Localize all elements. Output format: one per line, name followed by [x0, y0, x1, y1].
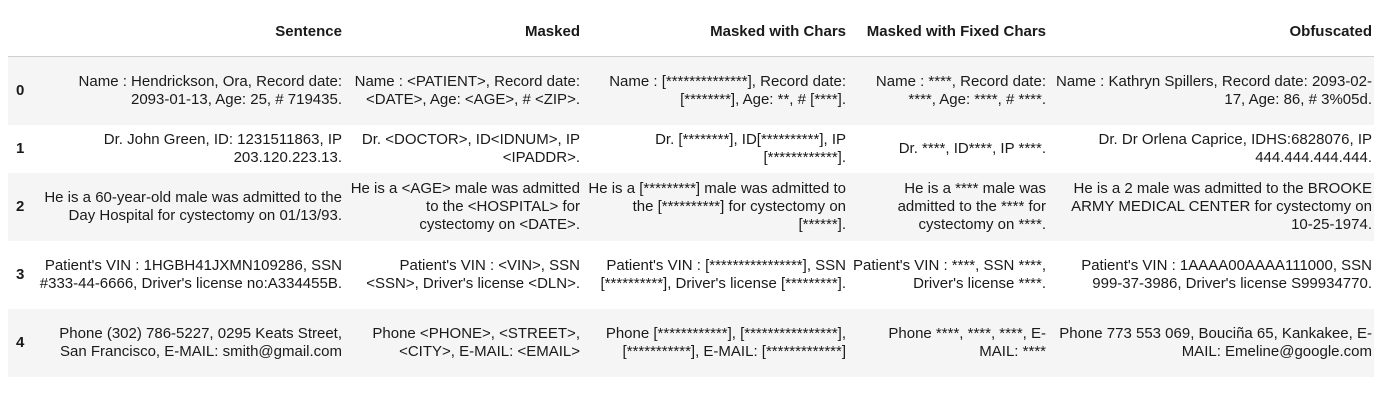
masked-cell: He is a <AGE> male was admitted to the <… — [350, 179, 580, 233]
masked-chars-cell: Name : [**************], Record date: [*… — [609, 72, 846, 108]
sentence-cell: Patient's VIN : 1HGBH41JXMN109286, SSN #… — [39, 256, 342, 292]
masked-chars-cell: He is a [*********] male was admitted to… — [588, 179, 846, 233]
sentence-cell: Dr. John Green, ID: 1231511863, IP 203.1… — [103, 130, 342, 166]
row-index: 3 — [16, 265, 25, 283]
masked-fixed-cell: Patient's VIN : ****, SSN ****, Driver's… — [853, 256, 1046, 292]
header-row: Sentence Masked Masked with Chars Masked… — [8, 8, 1374, 57]
row-index: 1 — [16, 139, 25, 157]
masked-cell: Patient's VIN : <VIN>, SSN <SSN>, Driver… — [366, 256, 580, 292]
masked-chars-cell: Patient's VIN : [****************], SSN … — [600, 256, 846, 292]
index-header — [8, 8, 34, 57]
sentence-cell: He is a 60-year-old male was admitted to… — [44, 188, 342, 224]
obfuscated-cell: Phone 773 553 069, Bouciña 65, Kankakee,… — [1059, 324, 1372, 360]
masked-fixed-cell: Dr. ****, ID****, IP ****. — [898, 139, 1046, 157]
column-header-masked-with-fixed-chars: Masked with Fixed Chars — [848, 8, 1048, 57]
sentence-cell: Name : Hendrickson, Ora, Record date: 20… — [78, 72, 342, 108]
dataframe-table: Sentence Masked Masked with Chars Masked… — [8, 8, 1374, 377]
masked-cell: Phone <PHONE>, <STREET>, <CITY>, E-MAIL:… — [372, 324, 580, 360]
masked-chars-cell: Dr. [********], ID[**********], IP [****… — [655, 130, 846, 166]
masked-cell: Dr. <DOCTOR>, ID<IDNUM>, IP <IPADDR>. — [361, 130, 580, 166]
masked-chars-cell: Phone [************], [****************]… — [605, 324, 846, 360]
obfuscated-cell: Name : Kathryn Spillers, Record date: 20… — [1056, 72, 1372, 108]
obfuscated-cell: Patient's VIN : 1AAAA00AAAA111000, SSN 9… — [1081, 256, 1372, 292]
table-row: 3 Patient's VIN : 1HGBH41JXMN109286, SSN… — [8, 240, 1374, 309]
masked-fixed-cell: Name : ****, Record date: ****, Age: ***… — [875, 72, 1046, 108]
obfuscated-cell: Dr. Dr Orlena Caprice, IDHS:6828076, IP … — [1098, 130, 1372, 166]
row-index: 4 — [16, 333, 25, 351]
column-header-masked-with-chars: Masked with Chars — [582, 8, 848, 57]
table-row: 2 He is a 60-year-old male was admitted … — [8, 172, 1374, 241]
obfuscated-cell: He is a 2 male was admitted to the BROOK… — [1071, 179, 1372, 233]
column-header-sentence: Sentence — [34, 8, 344, 57]
dataframe-output: Sentence Masked Masked with Chars Masked… — [8, 8, 1374, 377]
column-header-obfuscated: Obfuscated — [1048, 8, 1374, 57]
table-row: 0 Name : Hendrickson, Ora, Record date: … — [8, 56, 1374, 125]
column-header-masked: Masked — [344, 8, 582, 57]
masked-fixed-cell: He is a **** male was admitted to the **… — [897, 179, 1046, 233]
table-row: 1 Dr. John Green, ID: 1231511863, IP 203… — [8, 124, 1374, 173]
sentence-cell: Phone (302) 786-5227, 0295 Keats Street,… — [59, 324, 342, 360]
row-index: 0 — [16, 81, 25, 99]
row-index: 2 — [16, 197, 25, 215]
masked-fixed-cell: Phone ****, ****, ****, E-MAIL: **** — [888, 324, 1046, 360]
table-row: 4 Phone (302) 786-5227, 0295 Keats Stree… — [8, 308, 1374, 377]
masked-cell: Name : <PATIENT>, Record date: <DATE>, A… — [354, 72, 580, 108]
